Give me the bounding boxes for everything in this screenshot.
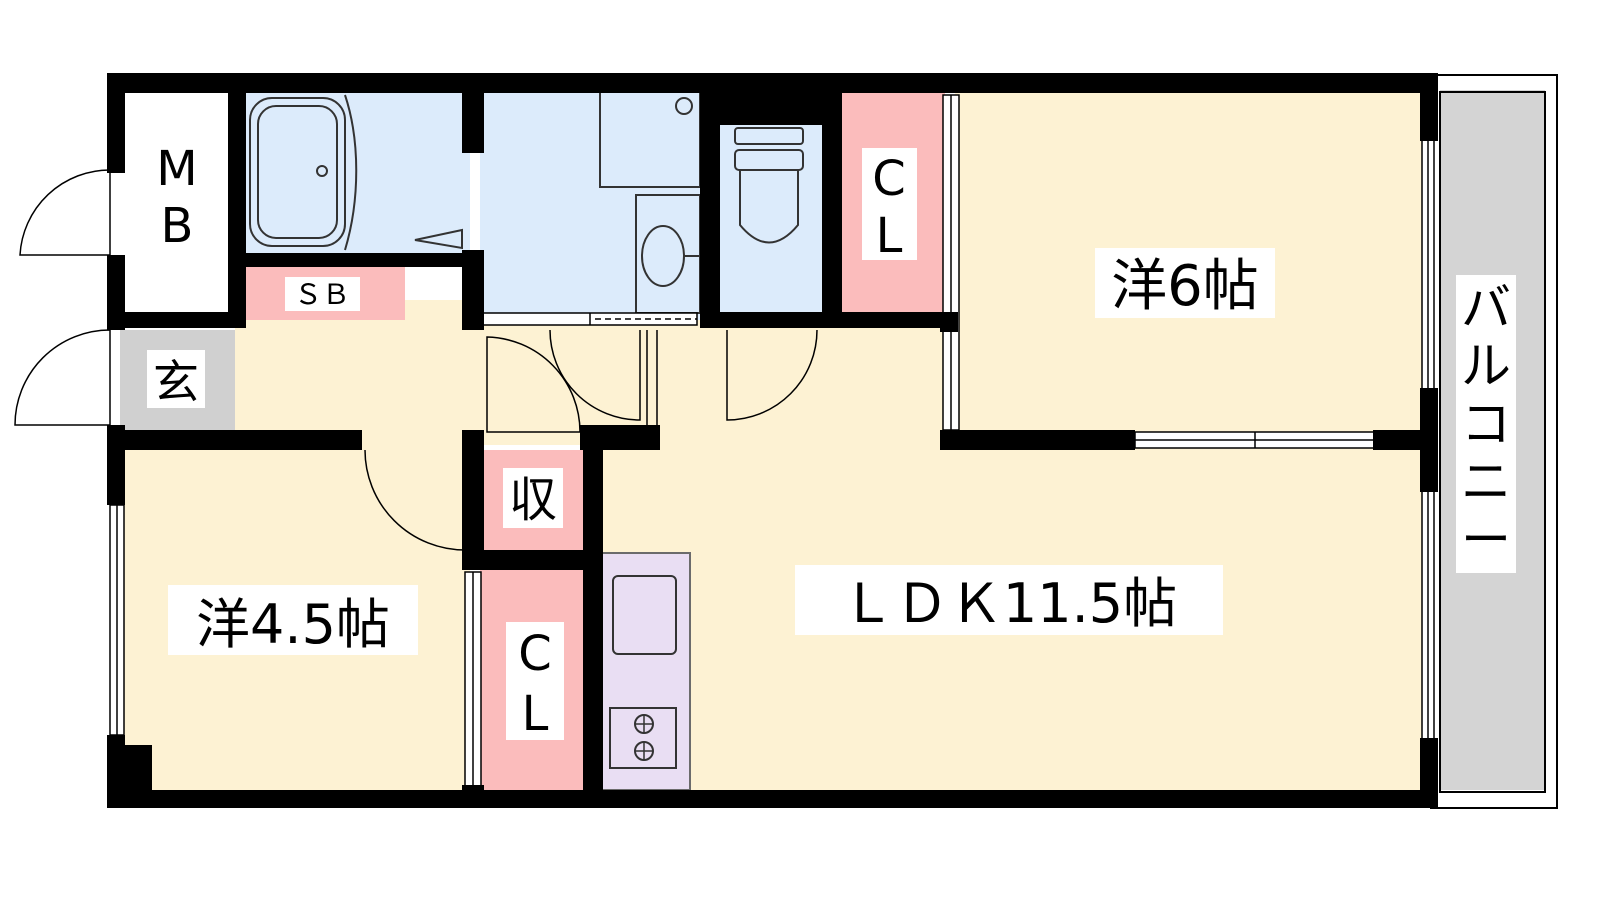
balcony-char-5: ー xyxy=(1461,511,1511,569)
room-labels: M B ＳＢ 玄 C L 洋6帖 バ ル コ ニ ー 収 洋4.5帖 C xyxy=(147,141,1516,742)
storage-label: 収 xyxy=(509,472,557,528)
washer-drain xyxy=(675,97,693,115)
washroom-floor xyxy=(480,90,705,320)
cl-bottom-label-line2: L xyxy=(522,686,549,742)
cl-top-label-line1: C xyxy=(872,151,906,207)
burner-2 xyxy=(634,741,654,761)
mb-label: M B xyxy=(156,141,197,254)
washroom-door xyxy=(549,329,641,421)
balcony-char-4: ニ xyxy=(1461,453,1511,511)
ldk-label: ＬＤＫ11.5帖 xyxy=(841,572,1177,635)
western-6-label: 洋6帖 xyxy=(1111,254,1259,319)
bath-door-swing xyxy=(414,228,463,250)
bathroom-floor xyxy=(240,90,470,255)
cl-bottom-label-line1: C xyxy=(518,626,552,682)
bathtub xyxy=(249,97,346,247)
entrance-door xyxy=(14,329,111,426)
door-swings xyxy=(14,169,818,551)
sb-label: ＳＢ xyxy=(294,278,350,311)
balcony-char-1: バ xyxy=(1461,279,1511,337)
toilet-door xyxy=(726,329,818,421)
balcony-outline xyxy=(1430,74,1558,809)
bathtub-drain xyxy=(316,165,328,177)
mb-floor xyxy=(120,90,230,315)
toilet-bowl xyxy=(739,169,799,244)
western-45-label: 洋4.5帖 xyxy=(196,593,390,656)
walls xyxy=(107,73,1438,808)
hall-door xyxy=(486,336,581,433)
stove xyxy=(609,707,677,769)
burner-1 xyxy=(634,714,654,734)
entrance-label: 玄 xyxy=(153,355,199,409)
mb-door xyxy=(19,169,111,256)
kitchen-sink xyxy=(612,575,677,655)
toilet-tank xyxy=(734,127,804,145)
western45-door xyxy=(364,449,466,551)
mb-label-line1: M xyxy=(156,141,197,197)
toilet-floor xyxy=(720,125,830,320)
balcony-label: バ ル コ ニ ー xyxy=(1461,279,1511,569)
balcony-char-2: ル xyxy=(1461,337,1511,395)
balcony-char-3: コ xyxy=(1461,395,1511,453)
mb-label-line2: B xyxy=(161,198,194,254)
bath-curtain xyxy=(344,94,358,251)
cl-top-label-line2: L xyxy=(876,208,903,264)
bathtub-inner xyxy=(257,105,338,239)
